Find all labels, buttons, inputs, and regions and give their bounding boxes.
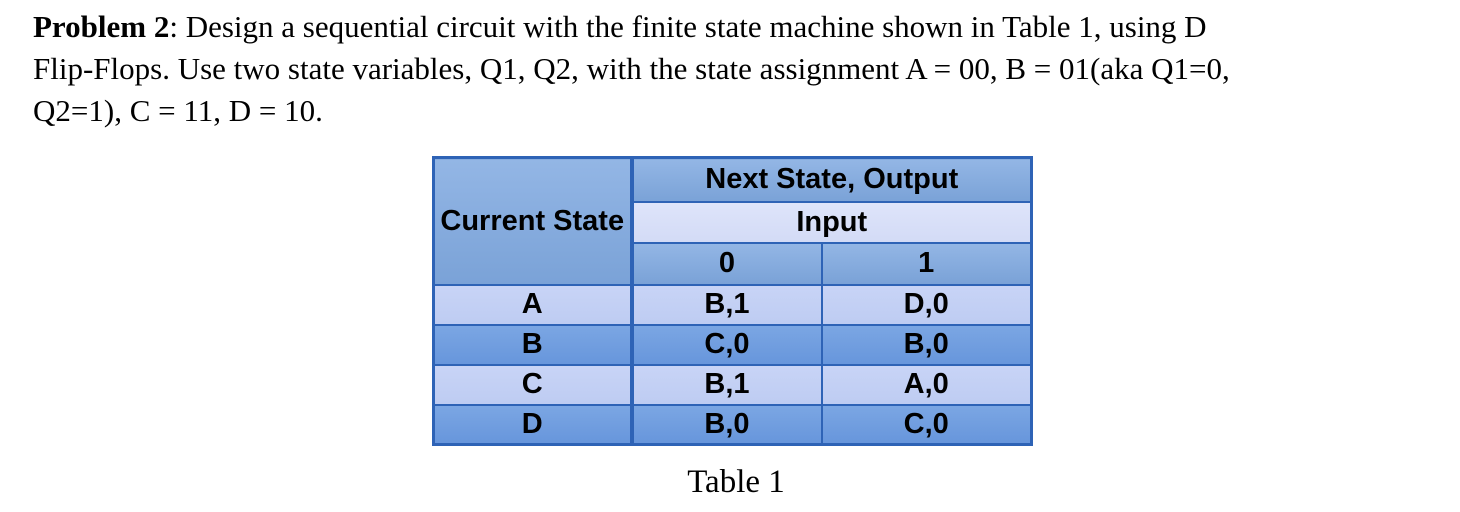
problem-label: Problem 2 [33,9,170,44]
state-cell: A [432,283,634,326]
problem-line-2: Flip-Flops. Use two state variables, Q1,… [33,51,1230,86]
input-0-header: 0 [630,241,823,286]
next-state-output-header: Next State, Output [630,156,1033,203]
problem-line-3: Q2=1), C = 11, D = 10. [33,93,323,128]
table-caption: Table 1 [687,464,785,500]
next-on-1-cell: D,0 [820,283,1033,326]
problem-line-1-text: : Design a sequential circuit with the f… [169,9,1207,44]
state-cell: C [432,363,634,406]
problem-line-1: Problem 2: Design a sequential circuit w… [33,6,1453,48]
next-on-0-cell: B,1 [630,363,823,406]
next-on-0-cell: B,0 [630,403,823,446]
next-on-1-cell: C,0 [820,403,1033,446]
fsm-table: Current State Next State, Output Input 0… [432,156,1033,446]
next-on-0-cell: C,0 [630,323,823,366]
table-row-C: C B,1 A,0 [432,363,1033,406]
state-table: Current State Next State, Output Input 0… [432,156,1033,446]
next-on-1-cell: B,0 [820,323,1033,366]
header-row-2: Input [434,200,1033,244]
next-on-1-cell: A,0 [820,363,1033,406]
header-row-1: Current State Next State, Output [432,156,1033,286]
header-row-3: 0 1 [434,241,1033,286]
current-state-header: Current State [432,156,634,286]
table-row-A: A B,1 D,0 [432,283,1033,326]
problem-statement: Problem 2: Design a sequential circuit w… [33,6,1453,132]
state-cell: D [432,403,634,446]
input-1-header: 1 [820,241,1033,286]
table-row-B: B C,0 B,0 [432,323,1033,366]
input-header: Input [630,200,1033,244]
next-on-0-cell: B,1 [630,283,823,326]
table-row-D: D B,0 C,0 [432,403,1033,446]
state-cell: B [432,323,634,366]
